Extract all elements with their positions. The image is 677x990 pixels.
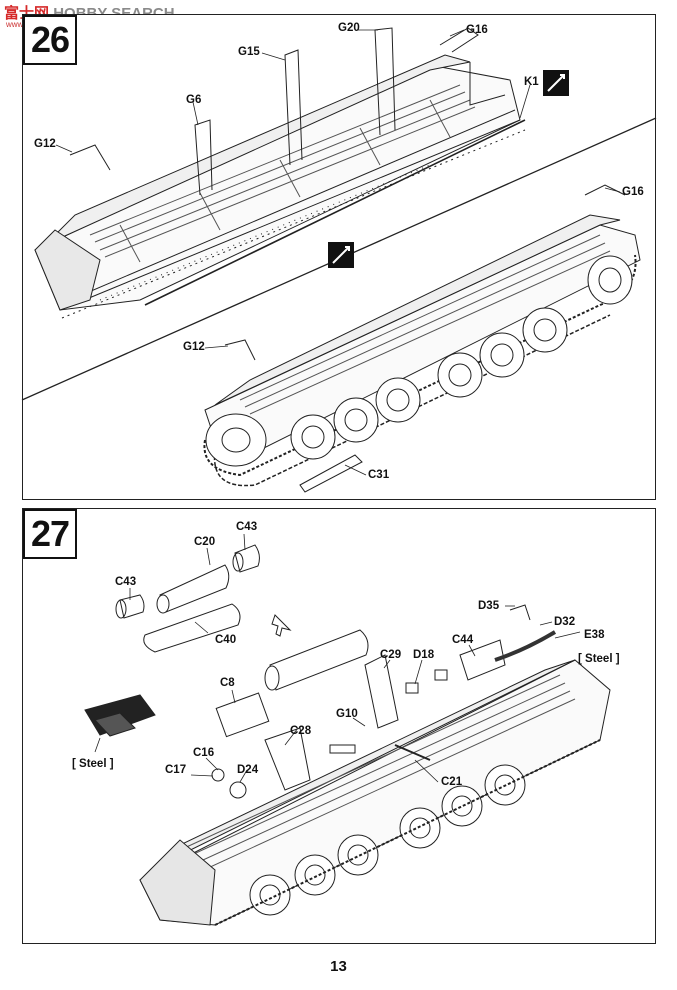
upper-hull-drawing	[34, 27, 526, 319]
label-g12-mid: G12	[183, 341, 205, 353]
steel-mesh-part	[84, 694, 156, 737]
flip-arrow-icon	[543, 70, 569, 96]
label-e38: E38	[584, 629, 605, 641]
label-c16: C16	[193, 747, 215, 759]
label-c40: C40	[215, 634, 237, 646]
label-c21: C21	[441, 776, 463, 788]
label-g12-top: G12	[34, 138, 56, 150]
label-c8: C8	[220, 677, 235, 689]
label-g10: G10	[336, 708, 358, 720]
label-g6: G6	[186, 94, 202, 106]
label-g16-mid: G16	[622, 186, 644, 198]
label-c17: C17	[165, 764, 187, 776]
page-number: 13	[330, 958, 347, 975]
label-c44: C44	[452, 634, 474, 646]
label-g16-top: G16	[466, 24, 488, 36]
flip-arrow-icon	[328, 242, 354, 268]
step-number-27: 27	[23, 509, 77, 559]
label-d35: D35	[478, 600, 500, 612]
label-steel-left: [ Steel ]	[72, 758, 114, 770]
label-c43-b: C43	[115, 576, 137, 588]
label-c43-a: C43	[236, 521, 258, 533]
label-c28: C28	[290, 725, 312, 737]
label-steel-right: [ Steel ]	[578, 653, 620, 665]
label-c31: C31	[368, 469, 390, 481]
label-g15: G15	[238, 46, 260, 58]
label-d32: D32	[554, 616, 576, 628]
step-number-26: 26	[23, 15, 77, 65]
cylinder-parts	[115, 544, 369, 691]
direction-arrow-icon	[271, 614, 292, 637]
label-d18: D18	[413, 649, 435, 661]
label-k1: K1	[524, 76, 539, 88]
lower-vehicle-drawing	[203, 184, 641, 493]
label-c29: C29	[380, 649, 402, 661]
label-d24: D24	[237, 764, 259, 776]
label-c20: C20	[194, 536, 216, 548]
label-g20: G20	[338, 22, 360, 34]
